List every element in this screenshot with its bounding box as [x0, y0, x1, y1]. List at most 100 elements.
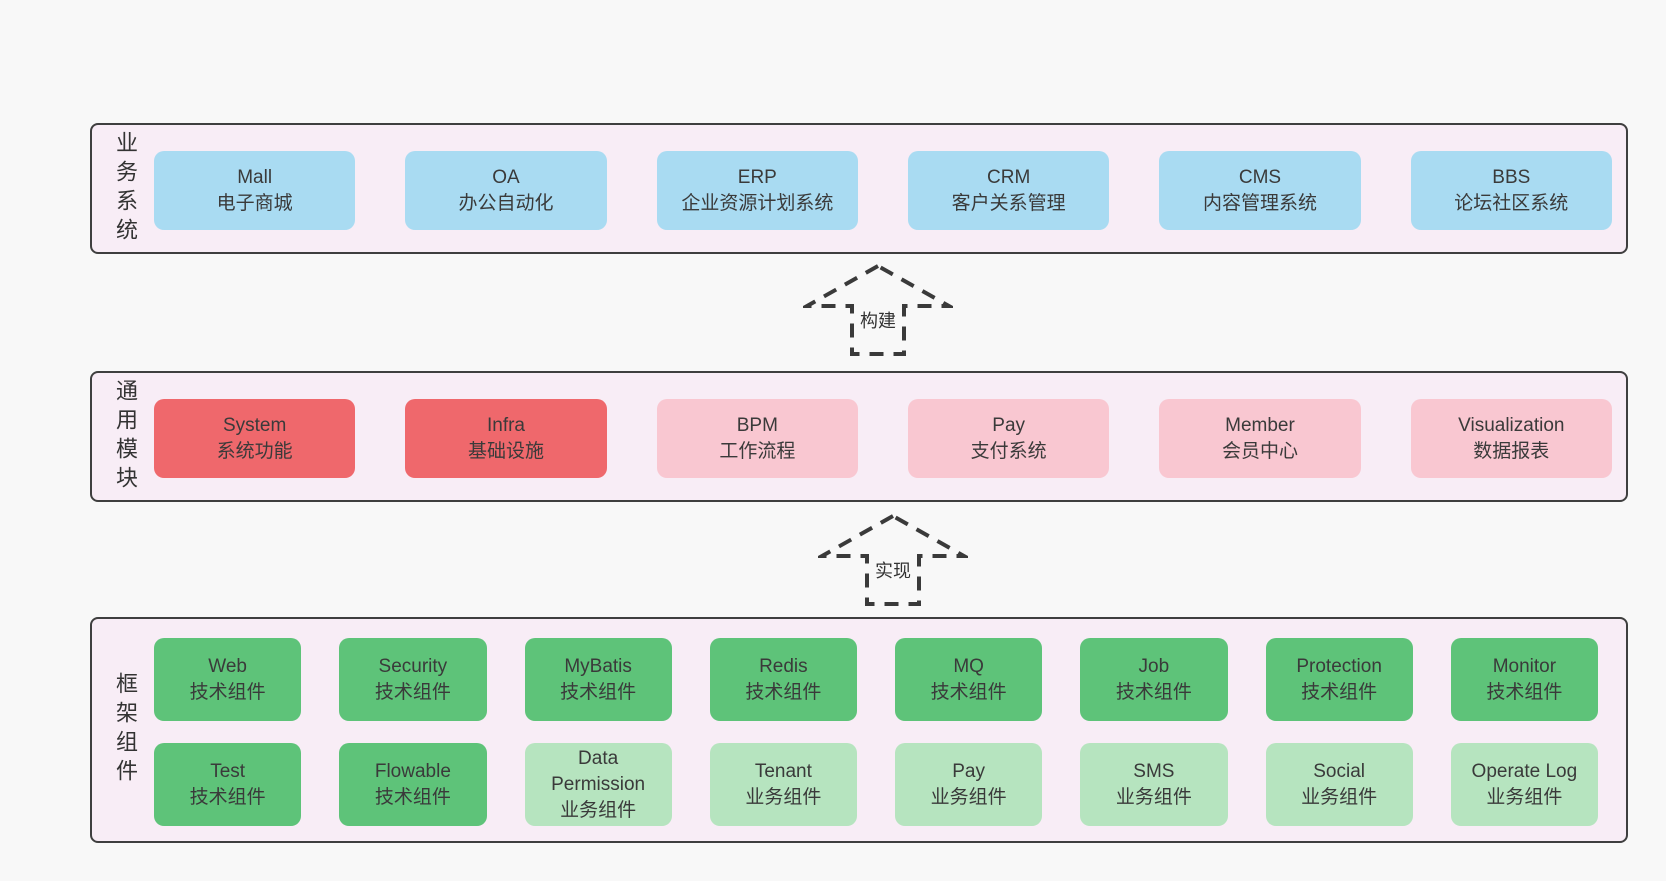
box-title: Data Permission [551, 747, 646, 795]
diagram-box-test: Test 技术组件 [154, 743, 302, 826]
box-subtitle: 系统功能 [216, 440, 293, 462]
box-title: SMS [1133, 760, 1175, 782]
box-row: System 系统功能 Infra 基础设施 BPM 工作流程 Pay 支付系统 Member 会… [154, 399, 1612, 478]
implement-arrow-label: 实现 [871, 556, 915, 584]
diagram-box-pay: Pay 业务组件 [895, 743, 1043, 826]
box-title: CRM [987, 166, 1031, 188]
box-subtitle: 技术组件 [189, 681, 266, 703]
implement-arrow: 实现 [818, 512, 968, 608]
box-title: Test [210, 760, 246, 782]
box-subtitle: 会员中心 [1221, 440, 1298, 462]
box-title: BPM [736, 414, 778, 436]
box-title: MQ [953, 655, 984, 677]
layer-common-modules: 内置功能 通用模块 System 系统功能 Infra 基础设施 BPM 工作流程 Pay 支付系… [40, 369, 1628, 502]
box-title: System [222, 414, 287, 436]
layer-side-label: 通用模块 [113, 378, 138, 495]
box-title: Visualization [1458, 414, 1565, 436]
diagram-box-mybatis: MyBatis 技术组件 [524, 638, 672, 721]
sticky-note-label: 内置功能 [57, 382, 79, 482]
box-subtitle: 业务组件 [560, 799, 637, 821]
diagram-box-infra: Infra 基础设施 [405, 399, 607, 478]
diagram-box-system: System 系统功能 [154, 399, 356, 478]
sticky-note: 内置组件 [40, 657, 96, 792]
box-title: Job [1138, 655, 1170, 677]
box-subtitle: 技术组件 [374, 786, 451, 808]
box-title: OA [492, 166, 520, 188]
diagram-box-oa: OA 办公自动化 [405, 151, 607, 230]
diagram-box-security: Security 技术组件 [339, 638, 487, 721]
box-title: MyBatis [564, 655, 632, 677]
box-title: Web [208, 655, 247, 677]
box-title: Operate Log [1471, 760, 1578, 782]
box-subtitle: 论坛社区系统 [1454, 192, 1569, 214]
diagram-box-flowable: Flowable 技术组件 [339, 743, 487, 826]
diagram-box-redis: Redis 技术组件 [709, 638, 857, 721]
box-title: Flowable [374, 760, 451, 782]
diagram-box-pay: Pay 支付系统 [907, 399, 1110, 478]
diagram-box-erp: ERP 企业资源计划系统 [656, 151, 858, 230]
box-subtitle: 技术组件 [1301, 681, 1378, 703]
diagram-box-tenant: Tenant 业务组件 [709, 743, 857, 826]
diagram-box-bpm: BPM 工作流程 [656, 399, 858, 478]
box-subtitle: 业务组件 [1115, 786, 1192, 808]
box-title: BBS [1492, 166, 1531, 188]
box-subtitle: 技术组件 [374, 681, 451, 703]
box-subtitle: 业务组件 [930, 786, 1007, 808]
box-title: ERP [737, 166, 777, 188]
box-title: Member [1225, 414, 1295, 436]
layer-side-label: 框架组件 [113, 672, 138, 788]
box-subtitle: 业务组件 [1301, 786, 1378, 808]
box-subtitle: 技术组件 [1115, 681, 1192, 703]
box-subtitle: 技术组件 [189, 786, 266, 808]
box-subtitle: 企业资源计划系统 [681, 192, 834, 214]
box-subtitle: 支付系统 [970, 440, 1047, 462]
sticky-note-label: 内置组件 [57, 670, 79, 770]
diagram-box-social: Social 业务组件 [1265, 743, 1413, 826]
box-title: CMS [1238, 166, 1282, 188]
box-title: Infra [486, 414, 525, 436]
build-arrow-label: 构建 [856, 306, 900, 334]
box-subtitle: 客户关系管理 [951, 192, 1066, 214]
diagram-box-job: Job 技术组件 [1080, 638, 1228, 721]
box-subtitle: 业务组件 [745, 786, 822, 808]
sticky-note: 内置功能 [40, 369, 96, 482]
box-subtitle: 工作流程 [719, 440, 796, 462]
box-subtitle: 电子商城 [216, 192, 293, 214]
diagram-box-protection: Protection 技术组件 [1265, 638, 1413, 721]
dashed-up-arrow-icon [818, 513, 968, 606]
box-title: Pay [952, 760, 985, 782]
diagram-box-data-permission: Data Permission 业务组件 [524, 743, 672, 826]
sticky-fold-corner-icon [75, 657, 96, 678]
box-subtitle: 技术组件 [930, 681, 1007, 703]
box-title: Protection [1296, 655, 1382, 677]
box-subtitle: 技术组件 [560, 681, 637, 703]
diagram-box-sms: SMS 业务组件 [1080, 743, 1228, 826]
diagram-box-crm: CRM 客户关系管理 [907, 151, 1110, 230]
diagram-box-web: Web 技术组件 [154, 638, 302, 721]
box-subtitle: 基础设施 [467, 440, 544, 462]
diagram-box-member: Member 会员中心 [1159, 399, 1361, 478]
box-title: Security [378, 655, 448, 677]
build-arrow: 构建 [803, 262, 953, 358]
dashed-up-arrow-icon [803, 263, 953, 356]
box-title: Pay [992, 414, 1026, 436]
box-subtitle: 办公自动化 [458, 192, 554, 214]
diagram-box-bbs: BBS 论坛社区系统 [1410, 151, 1612, 230]
box-title: Social [1313, 760, 1365, 782]
box-title: Monitor [1492, 655, 1557, 677]
box-subtitle: 业务组件 [1486, 786, 1563, 808]
diagram-box-operate-log: Operate Log 业务组件 [1450, 743, 1598, 826]
box-title: Tenant [754, 760, 812, 782]
diagram-box-mq: MQ 技术组件 [895, 638, 1043, 721]
box-title: Redis [759, 655, 808, 677]
box-subtitle: 技术组件 [745, 681, 822, 703]
